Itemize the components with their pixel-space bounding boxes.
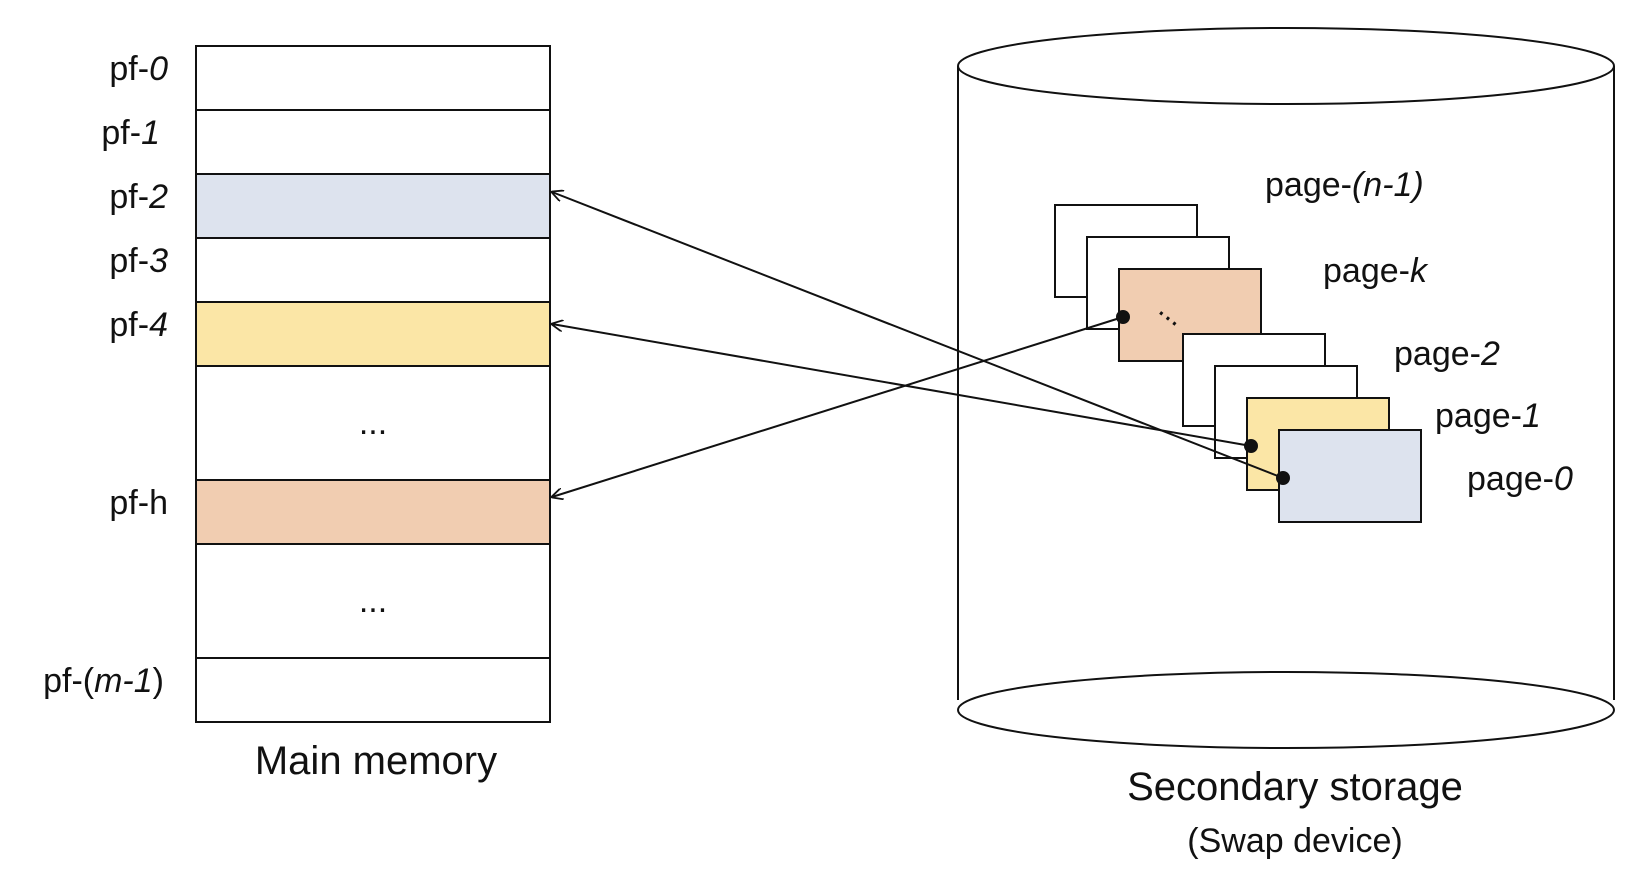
page-label-0: page-0: [1467, 460, 1573, 498]
frame-cell-pf-h: [195, 479, 551, 545]
frame-cell-pf-2: [195, 173, 551, 239]
frame-cell-gap-1: [195, 365, 551, 481]
secondary-storage: ... page-(n-1) page-k page-2 page-1 page…: [957, 27, 1615, 860]
frame-gap-ellipsis: ...: [359, 404, 387, 442]
page-label-2: page-2: [1394, 335, 1500, 373]
frame-cell-pf-m-1: [195, 657, 551, 723]
page-label-1: page-1: [1435, 397, 1541, 435]
arrow-page-1-to-pf-4: [552, 324, 1252, 447]
frame-cell-gap-2: [195, 543, 551, 659]
frame-label-pf-h: pf-h: [109, 484, 168, 522]
page-label-n-1: page-(n-1): [1265, 166, 1424, 204]
frame-cell-pf-0: [195, 45, 551, 111]
frame-label-pf-3: pf-3: [109, 242, 168, 280]
frame-label-pf-4: pf-4: [109, 306, 168, 344]
secondary-storage-caption: Secondary storage: [1127, 765, 1463, 809]
page-card-0: [1278, 429, 1422, 523]
frame-label-pf-0: pf-0: [109, 50, 168, 88]
cylinder-top: [957, 27, 1615, 105]
arrow-origin-page-k: [1116, 310, 1130, 324]
arrow-page-k-to-pf-h: [552, 316, 1124, 497]
frame-label-pf-1: pf-1: [101, 114, 160, 152]
frame-label-pf-2: pf-2: [109, 178, 168, 216]
cylinder-bottom: [957, 671, 1615, 749]
frame-gap-ellipsis: ...: [359, 582, 387, 620]
mapping-arrows: [552, 192, 1290, 497]
main-memory-caption: Main memory: [255, 739, 497, 783]
frame-cell-pf-3: [195, 237, 551, 303]
arrow-origin-page-1: [1244, 439, 1258, 453]
frame-label-pf-m-1: pf-(m-1): [43, 662, 164, 700]
secondary-storage-subcaption: (Swap device): [1187, 822, 1402, 860]
arrow-origin-page-0: [1276, 471, 1290, 485]
main-memory: ... ... pf-0 pf-1 pf-2 pf-3 pf-4 pf-h pf…: [43, 45, 551, 783]
frame-cell-pf-4: [195, 301, 551, 367]
page-label-k: page-k: [1323, 252, 1429, 290]
frame-cell-pf-1: [195, 109, 551, 175]
